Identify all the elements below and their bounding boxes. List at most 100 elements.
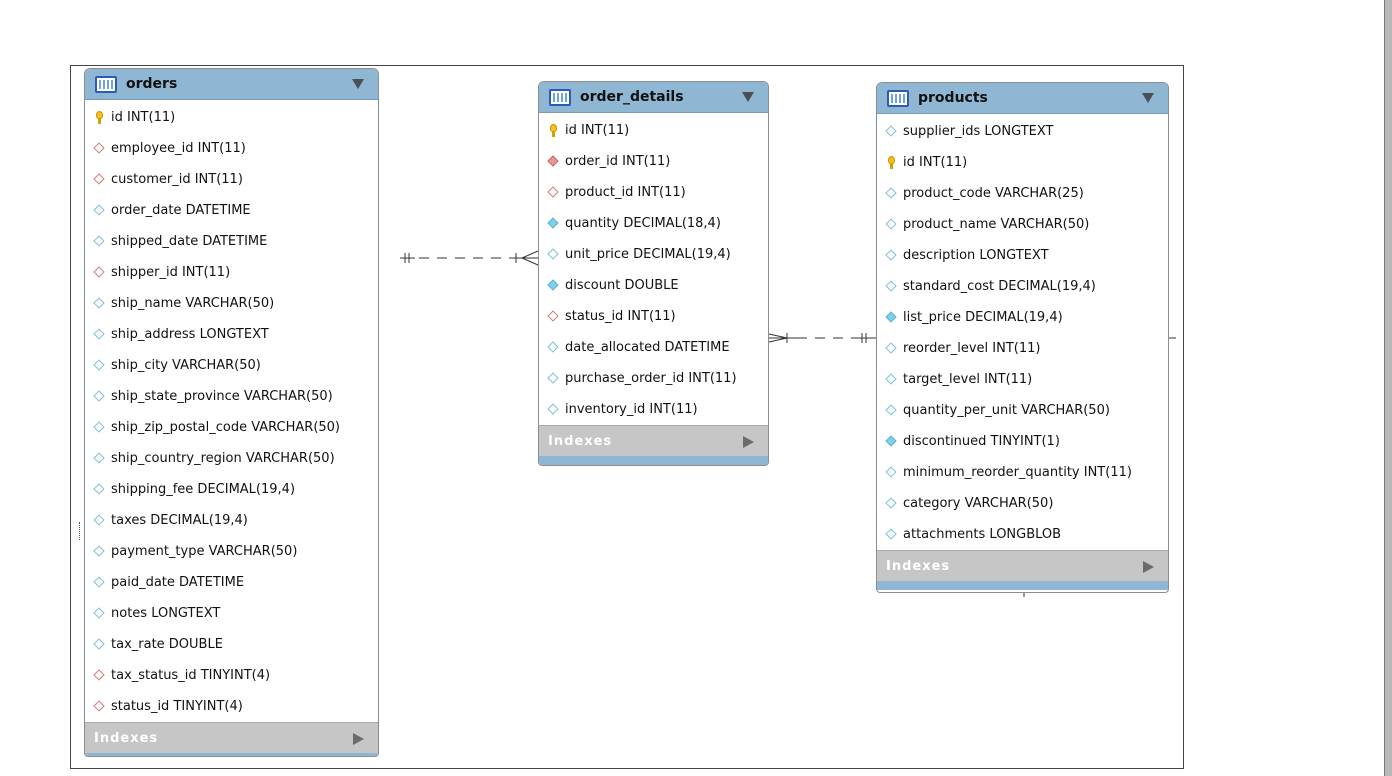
column-row[interactable]: id INT(11) (539, 115, 768, 146)
column-label: ship_zip_postal_code VARCHAR(50) (111, 420, 341, 435)
indexes-label: Indexes (548, 433, 613, 449)
column-label: standard_cost DECIMAL(19,4) (903, 279, 1096, 294)
column-row[interactable]: date_allocated DATETIME (539, 332, 768, 363)
column-label: quantity DECIMAL(18,4) (565, 216, 721, 231)
column-row[interactable]: product_id INT(11) (539, 177, 768, 208)
column-row[interactable]: notes LONGTEXT (85, 598, 378, 629)
column-row[interactable]: standard_cost DECIMAL(19,4) (877, 271, 1168, 302)
column-row[interactable]: discount DOUBLE (539, 270, 768, 301)
column-diamond-icon (885, 466, 898, 479)
foreign-key-diamond-icon (93, 266, 106, 279)
table-icon (549, 88, 571, 106)
column-row[interactable]: target_level INT(11) (877, 364, 1168, 395)
column-row[interactable]: purchase_order_id INT(11) (539, 363, 768, 394)
column-row[interactable]: ship_state_province VARCHAR(50) (85, 381, 378, 412)
column-label: purchase_order_id INT(11) (565, 371, 737, 386)
column-row[interactable]: taxes DECIMAL(19,4) (85, 505, 378, 536)
table-orders[interactable]: orders id INT(11) employee_id INT(11) cu… (84, 68, 379, 757)
column-row[interactable]: reorder_level INT(11) (877, 333, 1168, 364)
column-label: customer_id INT(11) (111, 172, 243, 187)
table-footer (877, 581, 1168, 590)
column-row[interactable]: unit_price DECIMAL(19,4) (539, 239, 768, 270)
column-row[interactable]: category VARCHAR(50) (877, 488, 1168, 519)
expand-arrow-icon[interactable] (1143, 561, 1154, 573)
column-row[interactable]: quantity_per_unit VARCHAR(50) (877, 395, 1168, 426)
column-list: id INT(11) order_id INT(11) product_id I… (539, 113, 768, 425)
table-header[interactable]: products (877, 83, 1168, 114)
column-row[interactable]: ship_country_region VARCHAR(50) (85, 443, 378, 474)
column-row[interactable]: order_date DATETIME (85, 195, 378, 226)
column-label: supplier_ids LONGTEXT (903, 124, 1054, 139)
column-row[interactable]: description LONGTEXT (877, 240, 1168, 271)
column-label: attachments LONGBLOB (903, 527, 1062, 542)
table-header[interactable]: orders (85, 69, 378, 100)
column-row[interactable]: quantity DECIMAL(18,4) (539, 208, 768, 239)
column-label: employee_id INT(11) (111, 141, 246, 156)
primary-key-icon (885, 156, 898, 169)
indexes-bar[interactable]: Indexes (85, 722, 378, 753)
column-row[interactable]: payment_type VARCHAR(50) (85, 536, 378, 567)
table-products[interactable]: products supplier_ids LONGTEXT id INT(11… (876, 82, 1169, 593)
column-row[interactable]: shipped_date DATETIME (85, 226, 378, 257)
column-row[interactable]: ship_city VARCHAR(50) (85, 350, 378, 381)
column-diamond-icon (547, 403, 560, 416)
column-row[interactable]: ship_address LONGTEXT (85, 319, 378, 350)
column-label: payment_type VARCHAR(50) (111, 544, 298, 559)
column-row[interactable]: status_id INT(11) (539, 301, 768, 332)
column-label: product_id INT(11) (565, 185, 686, 200)
column-row[interactable]: shipping_fee DECIMAL(19,4) (85, 474, 378, 505)
indexes-bar[interactable]: Indexes (539, 425, 768, 456)
indexes-bar[interactable]: Indexes (877, 550, 1168, 581)
column-row[interactable]: order_id INT(11) (539, 146, 768, 177)
column-label: shipped_date DATETIME (111, 234, 268, 249)
column-row[interactable]: id INT(11) (877, 147, 1168, 178)
column-row[interactable]: attachments LONGBLOB (877, 519, 1168, 550)
column-row[interactable]: inventory_id INT(11) (539, 394, 768, 425)
not-null-diamond-icon (885, 311, 898, 324)
column-row[interactable]: id INT(11) (85, 102, 378, 133)
column-label: tax_rate DOUBLE (111, 637, 223, 652)
column-diamond-icon (93, 235, 106, 248)
collapse-arrow-icon[interactable] (742, 92, 754, 102)
collapse-arrow-icon[interactable] (1142, 93, 1154, 103)
column-row[interactable]: discontinued TINYINT(1) (877, 426, 1168, 457)
column-row[interactable]: paid_date DATETIME (85, 567, 378, 598)
table-footer (85, 753, 378, 756)
table-title: products (918, 90, 988, 106)
column-diamond-icon (93, 421, 106, 434)
table-header[interactable]: order_details (539, 82, 768, 113)
column-row[interactable]: ship_zip_postal_code VARCHAR(50) (85, 412, 378, 443)
expand-arrow-icon[interactable] (353, 733, 364, 745)
column-label: product_code VARCHAR(25) (903, 186, 1084, 201)
column-row[interactable]: supplier_ids LONGTEXT (877, 116, 1168, 147)
column-row[interactable]: status_id TINYINT(4) (85, 691, 378, 722)
foreign-key-diamond-icon (93, 173, 106, 186)
column-diamond-icon (93, 638, 106, 651)
expand-arrow-icon[interactable] (743, 436, 754, 448)
column-label: taxes DECIMAL(19,4) (111, 513, 248, 528)
column-row[interactable]: shipper_id INT(11) (85, 257, 378, 288)
column-list: id INT(11) employee_id INT(11) customer_… (85, 100, 378, 722)
column-label: shipping_fee DECIMAL(19,4) (111, 482, 296, 497)
column-row[interactable]: employee_id INT(11) (85, 133, 378, 164)
column-row[interactable]: tax_rate DOUBLE (85, 629, 378, 660)
table-order-details[interactable]: order_details id INT(11) order_id INT(11… (538, 81, 769, 466)
column-row[interactable]: minimum_reorder_quantity INT(11) (877, 457, 1168, 488)
column-diamond-icon (93, 204, 106, 217)
column-diamond-icon (93, 390, 106, 403)
column-label: minimum_reorder_quantity INT(11) (903, 465, 1132, 480)
column-label: ship_address LONGTEXT (111, 327, 269, 342)
column-row[interactable]: tax_status_id TINYINT(4) (85, 660, 378, 691)
column-diamond-icon (93, 297, 106, 310)
collapse-arrow-icon[interactable] (352, 79, 364, 89)
column-row[interactable]: customer_id INT(11) (85, 164, 378, 195)
not-null-diamond-icon (547, 217, 560, 230)
table-title: orders (126, 76, 178, 92)
vertical-scrollbar[interactable] (1384, 0, 1392, 776)
column-row[interactable]: ship_name VARCHAR(50) (85, 288, 378, 319)
column-row[interactable]: product_code VARCHAR(25) (877, 178, 1168, 209)
column-row[interactable]: list_price DECIMAL(19,4) (877, 302, 1168, 333)
column-diamond-icon (547, 248, 560, 261)
column-label: unit_price DECIMAL(19,4) (565, 247, 731, 262)
column-row[interactable]: product_name VARCHAR(50) (877, 209, 1168, 240)
